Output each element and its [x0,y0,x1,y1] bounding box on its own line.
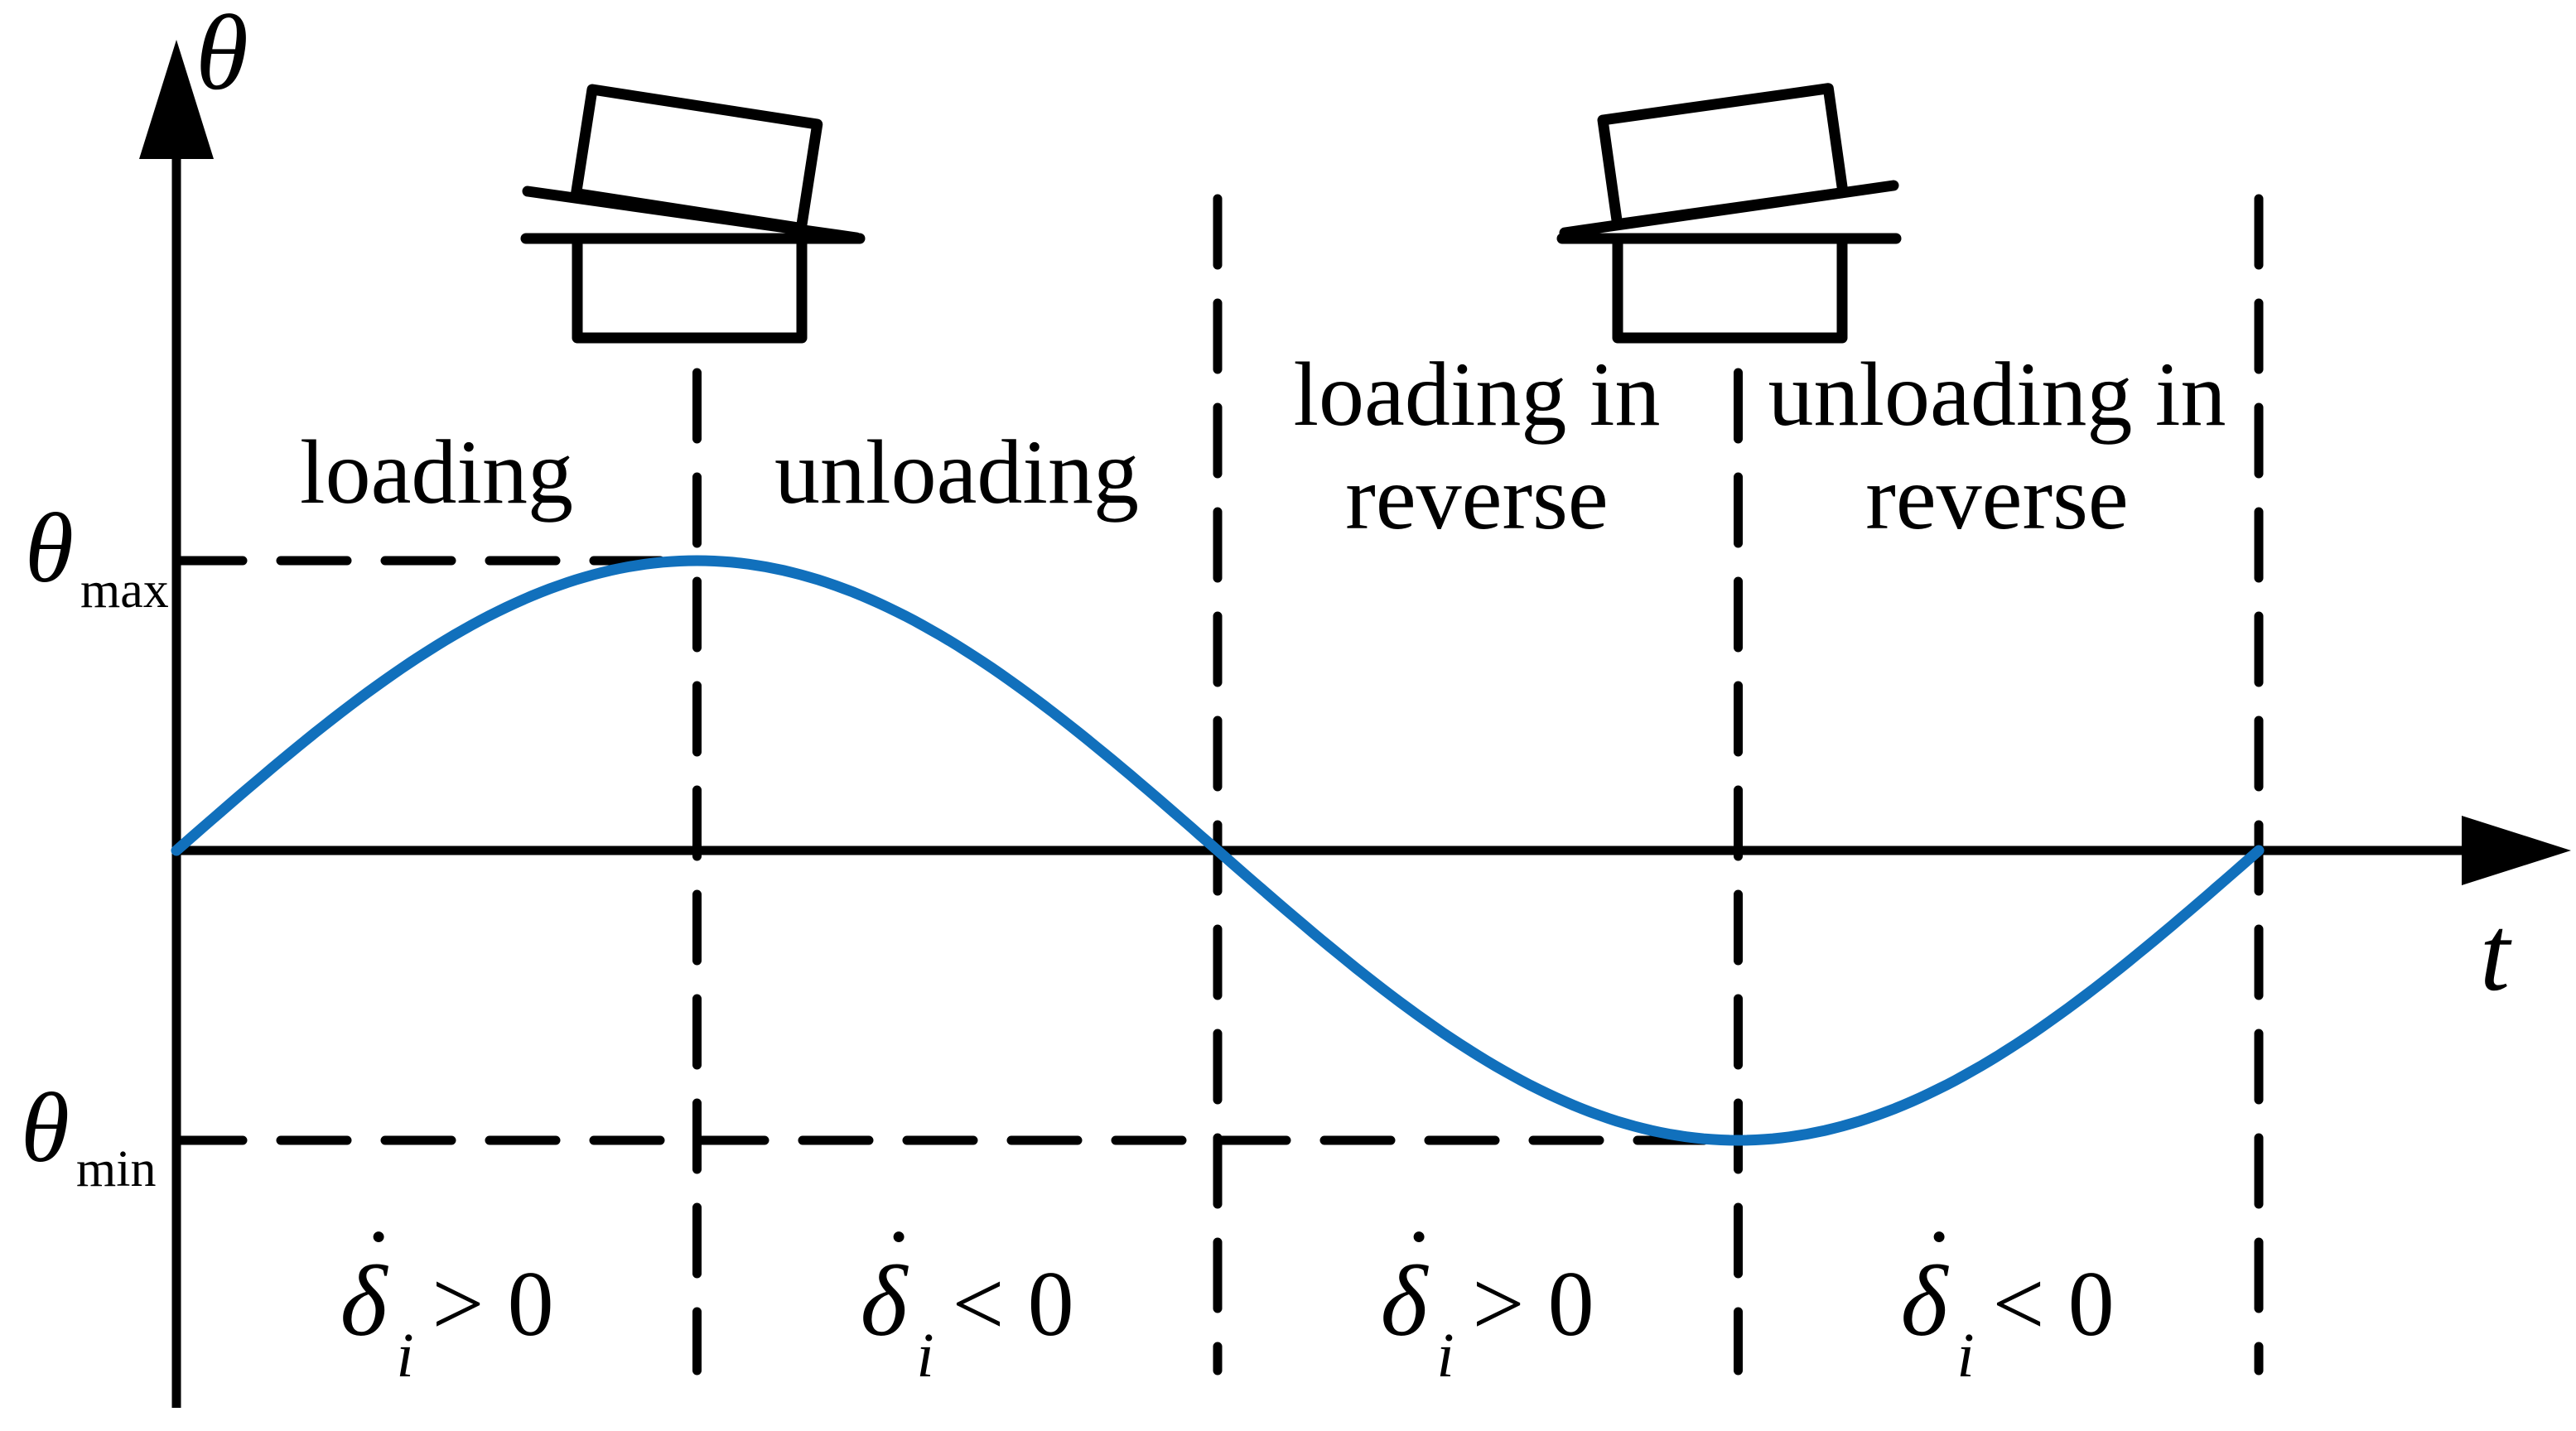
uplifted-interface-line [522,186,862,243]
theta-max-subscript: max [80,562,169,619]
phase-label-unloading: unloading [774,422,1139,523]
foundation-box [1612,233,1848,344]
phase-labels: loading unloading loading in reverse unl… [300,344,2226,548]
phase-dividers [692,194,2264,1376]
rate-labels: δ ˙ i > 0 δ ˙ i < 0 δ ˙ i > 0 δ ˙ i < 0 [340,1209,2115,1390]
rocking-block-icon-negative [1556,83,1902,344]
theta-max-symbol: θ [25,493,74,603]
rate-relation: > 0 [1472,1253,1594,1356]
foundation-box [572,233,808,344]
phase-label-unloading-in-reverse-line1: unloading in [1768,344,2226,445]
delta-subscript-i: i [1436,1321,1454,1390]
delta-subscript-i: i [396,1321,413,1390]
axes: θ t [139,0,2571,1408]
phase-label-loading-in-reverse-line1: loading in [1293,344,1660,445]
x-axis-arrowhead-icon [2462,816,2571,885]
rate-relation: < 0 [952,1253,1073,1356]
tilted-block-icon [1597,83,1849,230]
theta-min-subscript: min [76,1141,156,1197]
delta-subscript-i: i [916,1321,933,1390]
delta-dot: ˙ [362,1209,396,1321]
rate-label-phase3: δ ˙ i > 0 [1381,1209,1594,1390]
theta-time-curve [171,555,2265,1146]
delta-symbol: δ [1901,1246,1950,1357]
phase-label-loading-in-reverse-line2: reverse [1345,447,1609,548]
theta-min-marker: θ min [21,1072,1743,1197]
x-axis-label: t [2480,894,2512,1014]
delta-subscript-i: i [1956,1321,1974,1390]
rate-label-phase4: δ ˙ i < 0 [1901,1209,2115,1390]
rate-relation: < 0 [1992,1253,2114,1356]
uplifted-interface-line [1559,180,1899,238]
rate-relation: > 0 [432,1253,553,1356]
y-axis-label: θ [195,0,248,113]
delta-dot: ˙ [1922,1209,1956,1321]
phase-label-loading: loading [300,422,573,523]
delta-dot: ˙ [1402,1209,1436,1321]
delta-symbol: δ [1381,1246,1430,1357]
theta-min-symbol: θ [21,1072,70,1183]
theta-max-marker: θ max [25,493,702,619]
rocking-block-icon-positive [520,84,866,344]
phase-label-unloading-in-reverse-line2: reverse [1865,447,2129,548]
delta-symbol: δ [340,1246,389,1357]
delta-dot: ˙ [882,1209,916,1321]
y-axis-arrowhead-icon [139,40,214,159]
rate-label-phase2: δ ˙ i < 0 [861,1209,1074,1390]
delta-symbol: δ [861,1246,909,1357]
rate-label-phase1: δ ˙ i > 0 [340,1209,554,1390]
